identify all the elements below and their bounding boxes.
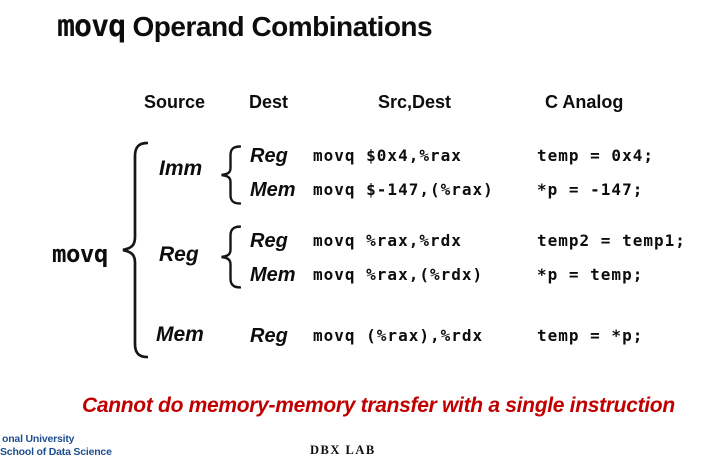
source-label-mem: Mem bbox=[156, 323, 204, 346]
imm-group-brace bbox=[221, 145, 241, 205]
title-rest: Operand Combinations bbox=[125, 11, 433, 42]
row4-c-analog: *p = temp; bbox=[537, 265, 644, 284]
source-label-imm: Imm bbox=[159, 157, 203, 180]
row1-c-analog: temp = 0x4; bbox=[537, 146, 654, 165]
row3-asm-code: movq %rax,%rdx bbox=[313, 231, 462, 250]
row3-c-analog: temp2 = temp1; bbox=[537, 231, 686, 250]
footer-lab-name: DBX LAB bbox=[310, 443, 376, 457]
row4-asm-code: movq %rax,(%rdx) bbox=[313, 265, 484, 284]
row2-asm-code: movq $-147,(%rax) bbox=[313, 180, 494, 199]
column-header-source: Source bbox=[144, 92, 206, 112]
column-header-c-analog: C Analog bbox=[545, 92, 624, 112]
memory-memory-note: Cannot do memory-memory transfer with a … bbox=[82, 394, 675, 417]
instruction-label: movq bbox=[52, 240, 108, 268]
column-header-dest: Dest bbox=[249, 92, 289, 112]
page-title: movq Operand Combinations bbox=[57, 9, 433, 44]
row5-asm-code: movq (%rax),%rdx bbox=[313, 326, 484, 345]
footer-org-line2: School of Data Science bbox=[0, 446, 112, 458]
source-label-reg: Reg bbox=[159, 243, 199, 266]
row3-dest-label: Reg bbox=[250, 230, 288, 252]
title-instruction: movq bbox=[57, 9, 126, 44]
row1-asm-code: movq $0x4,%rax bbox=[313, 146, 462, 165]
row4-dest-label: Mem bbox=[250, 264, 296, 286]
row2-dest-label: Mem bbox=[250, 179, 296, 201]
row2-c-analog: *p = -147; bbox=[537, 180, 644, 199]
footer-org-line1: onal University bbox=[2, 433, 75, 445]
column-header-src-dest: Src,Dest bbox=[378, 92, 452, 112]
row1-dest-label: Reg bbox=[250, 145, 288, 167]
reg-group-brace bbox=[221, 225, 241, 289]
outer-brace bbox=[122, 141, 148, 359]
row5-dest-label: Reg bbox=[250, 325, 288, 347]
row5-c-analog: temp = *p; bbox=[537, 326, 644, 345]
